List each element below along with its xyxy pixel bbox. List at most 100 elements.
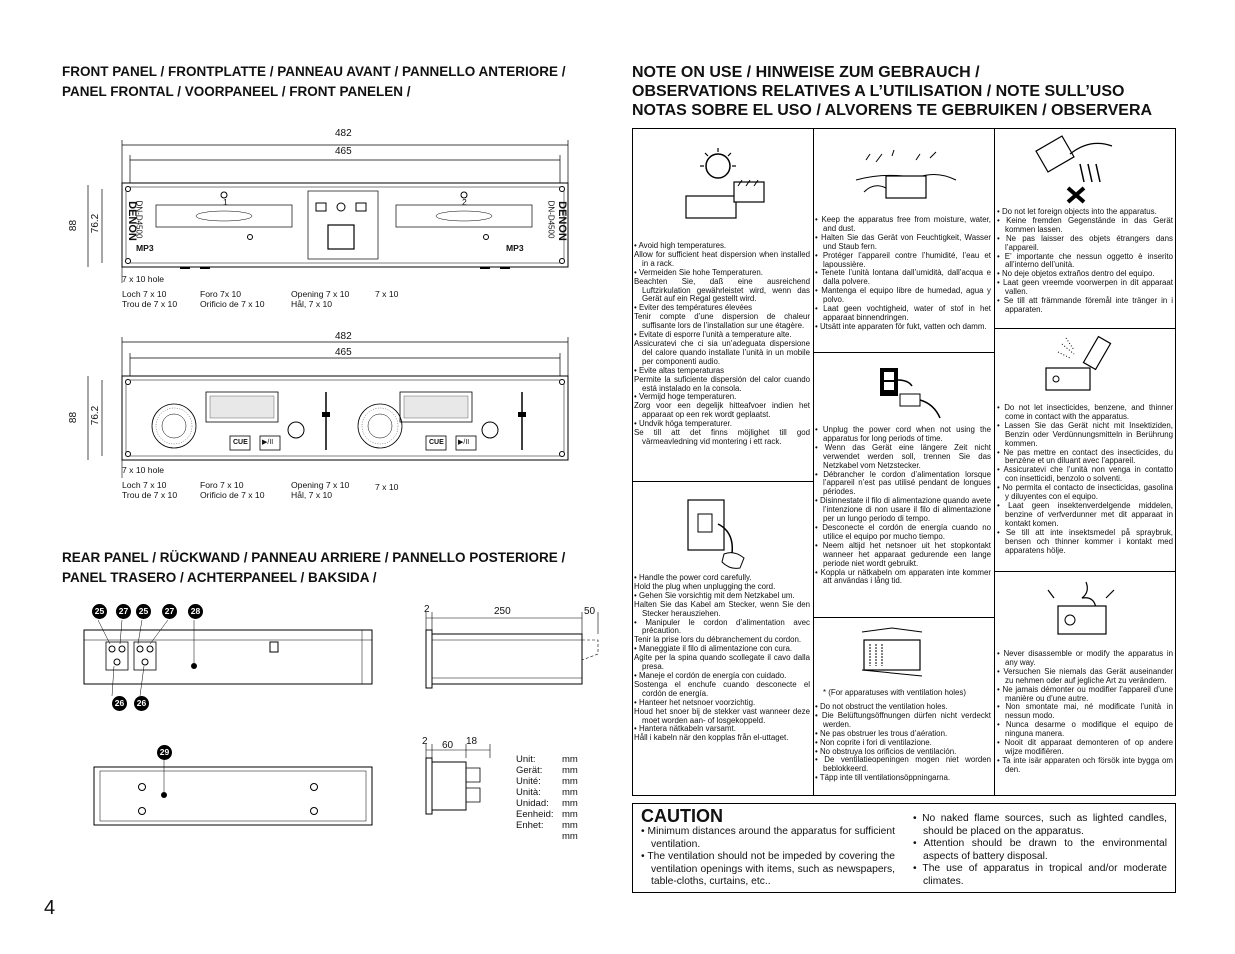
hole-nl: Opening 7 x 10 [291,289,350,299]
note-item: • Nunca desarme o modifique el equipo de… [997,720,1173,739]
controller-dim-88: 88 [68,411,80,424]
front-panel-heading: FRONT PANEL / FRONTPLATTE / PANNEAU AVAN… [62,62,622,102]
controller-dim-76-2: 76.2 [90,405,102,426]
note-cell-power-cord: • Handle the power cord carefully. Hold … [634,574,810,786]
grid-divider [994,328,1175,329]
dim-88: 88 [68,219,80,232]
unit-row: Unité:mm [516,776,578,787]
caution-list-left: • Minimum distances around the apparatus… [641,826,895,889]
controller-hole-it: Foro 7 x 10 [200,480,244,490]
note-item: • Disinnestate il filo di alimentazione … [815,496,991,524]
callout-25a: 25 [92,604,107,619]
note-item: • Mantenga el equipo libre de humedad, a… [815,286,991,305]
cue-button-right: CUE [429,439,444,446]
caution-item: • The ventilation should not be impeded … [641,851,895,888]
controller-dim-482: 482 [335,331,352,342]
note-item: Beachten Sie, daß eine ausreichend Luftz… [634,276,810,304]
grid-divider [994,571,1175,572]
note-item: • Die Belüftungsöffnungen dürfen nicht v… [815,710,991,729]
ventilation-illustration-icon [861,627,923,677]
front-panel-diagram-player: 482 465 88 76.2 DENON DN-D4500 DENON DN-… [60,125,600,315]
note-list-ventilation: • Do not obstruct the ventilation holes.… [815,702,991,783]
note-item: Tenir compte d’une dispersion de chaleur… [634,312,810,331]
note-item: • Ne pas mettre en contact des insectici… [997,447,1173,466]
note-item: • Handle the power cord carefully. [634,574,752,582]
note-item: • Evite altas temperaturas [634,365,725,375]
bottom-view-diagram: 29 [80,745,380,835]
hole-sv: Hål, 7 x 10 [291,299,333,309]
bracket-view-diagram: 2 60 18 [418,736,508,818]
note-item: • No permita el contacto de insecticidas… [997,483,1173,502]
note-cell-unplug: • Unplug the power cord when not using t… [815,426,991,614]
foreign-object-illustration-icon [1035,135,1113,204]
note-item: • Keine fremden Gegenstände in das Gerät… [997,215,1173,234]
power-cord-illustration-icon [687,499,745,569]
note-item: Allow for sufficient heat dispersion whe… [634,249,810,268]
note-item: • Assicuratevi che l’unità non venga in … [997,465,1173,484]
deck-2-label: 2 [462,197,467,207]
page-number: 4 [44,897,56,919]
controller-hole-sv: Hål, 7 x 10 [291,490,333,500]
grid-divider [633,481,813,482]
grid-divider [813,129,814,795]
note-item: Hold the plug when unplugging the cord. [634,581,776,591]
unit-row: Unidad:mm [516,798,578,809]
unit-row: Unit:mm [516,754,578,765]
note-item: • De ventilatieopeningen mogen niet word… [815,755,991,774]
unit-row: Enhet:mm [516,820,578,831]
note-item: • Versuchen Sie niemals das Gerät ausein… [997,666,1173,685]
side-dim-2: 2 [424,604,430,615]
note-item: • No deje objetos extraños dentro del eq… [997,269,1155,279]
note-list-disassemble: • Never disassemble or modify the appara… [997,650,1173,775]
note-item: • Laat geen vochtigheid, water of stof i… [815,304,991,322]
rear-panel-heading-line2: PANEL TRASERO / ACHTERPANEEL / BAKSIDA / [62,570,377,585]
hole-de: Loch 7 x 10 [122,289,167,299]
note-item: • Undvik höga temperaturer. [634,419,732,429]
grid-divider [994,129,995,795]
callout-26b: 26 [134,696,149,711]
model-label: DN-D4500 [134,200,144,239]
callout-29: 29 [157,745,172,760]
player-drawing [87,140,569,283]
rear-panel-heading: REAR PANEL / RÜCKWAND / PANNEAU ARRIERE … [62,548,622,588]
caution-item: • No naked flame sources, such as lighte… [913,813,1167,837]
controller-dim-465: 465 [335,347,352,358]
rear-panel-diagram [83,600,384,720]
note-item: • Unplug the power cord when not using t… [815,426,991,443]
note-item: • Tenete l’unità lontana dall’umidità, d… [815,268,991,287]
note-heading-line3: NOTAS SOBRE EL USO / ALVORENS TE GEBRUIK… [632,102,1153,119]
hole-fr: Trou de 7 x 10 [122,299,178,309]
side-view-diagram: 2 250 50 [412,604,612,694]
controller-hole-nl: Opening 7 x 10 [291,480,350,490]
note-item: • Vermeiden Sie hohe Temperaturen. [634,267,763,277]
note-item: Håll i kabeln när den kopplas från el-ut… [634,733,789,743]
note-item: • Ta inte isär apparaten och försök inte… [997,755,1173,774]
note-cell-disassemble: • Never disassemble or modify the appara… [997,650,1173,792]
cue-button-left: CUE [233,439,248,446]
controller-hole-en: 7 x 10 [375,482,399,492]
note-item: • Koppla ur nätkabeln om apparaten inte … [815,567,991,586]
note-list-foreign: • Do not let foreign objects into the ap… [997,208,1173,315]
unit-row: Eenheid:mm [516,809,578,820]
grid-divider [813,617,994,618]
grid-divider [813,352,994,353]
note-item: • Vermijd hoge temperaturen. [634,392,737,402]
disassemble-illustration-icon [1047,581,1115,635]
note-item: • Desconecte el cordón de energía cuando… [815,522,991,541]
bracket-dim-18: 18 [466,736,478,747]
note-item: • Avoid high temperatures. [634,242,727,250]
note-item: • Ne pas obstruer les trous d’aération. [815,728,948,738]
note-cell-ventilation: * (For apparatuses with ventilation hole… [815,688,991,792]
callout-27b: 27 [162,604,177,619]
rear-panel-heading-line1: REAR PANEL / RÜCKWAND / PANNEAU ARRIERE … [62,550,566,565]
unit-row: Gerät:mm [516,765,578,776]
note-item: Assicuratevi che ci sia un’adeguata disp… [634,338,810,366]
brand-logo-right: DENON [555,201,568,241]
note-item: • Utsätt inte apparaten för fukt, vatten… [815,321,987,331]
dim-465: 465 [335,146,352,157]
callout-25b: 25 [136,604,151,619]
note-item: • No obstruya los orificios de ventilaci… [815,746,957,756]
note-item: • Maneggiate il filo di alimentazione co… [634,644,793,654]
caution-item: • The use of apparatus in tropical and/o… [913,863,1167,887]
ventilation-note: * (For apparatuses with ventilation hole… [823,688,966,697]
